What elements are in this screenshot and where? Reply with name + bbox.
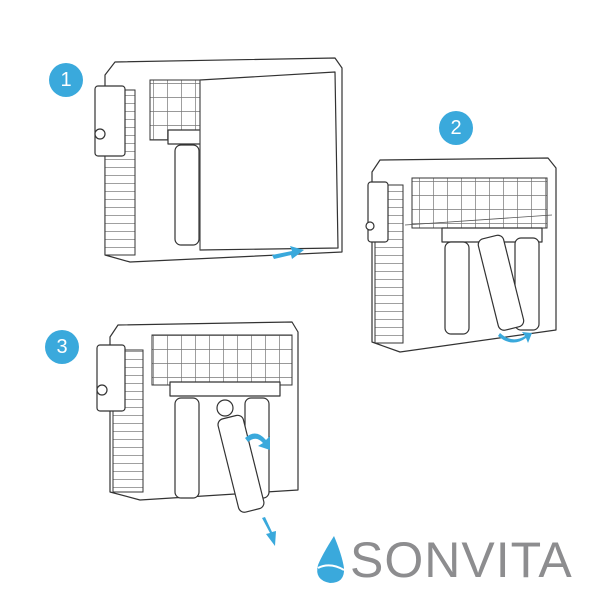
- rotate-arrow-icon: [498, 332, 532, 343]
- step-2-badge: 2: [439, 111, 473, 145]
- unit-step-3: [96, 321, 299, 546]
- step-3-badge: 3: [45, 330, 79, 364]
- water-drop-logo-icon: [317, 536, 345, 583]
- step-1-badge: 1: [49, 63, 83, 97]
- unscrew-arrow-icon: [245, 433, 270, 450]
- unit-step-2: [365, 157, 557, 353]
- unit-step-1: [94, 57, 343, 263]
- slide-right-arrow-icon: [272, 246, 304, 259]
- pull-down-arrow-icon: [262, 517, 276, 546]
- brand-logo-text: SONVITA: [350, 532, 573, 588]
